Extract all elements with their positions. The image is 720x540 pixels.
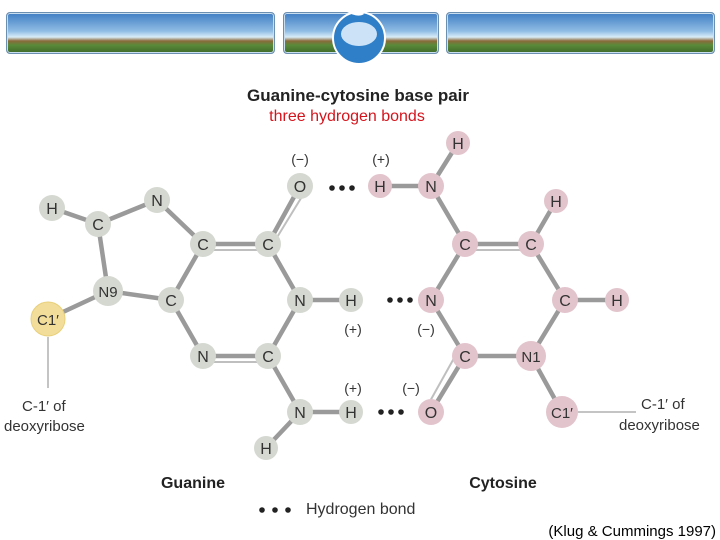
atom-g-c6: C [255,231,281,257]
atom-c-h6: H [605,288,629,312]
atom-g-h-amine1: H [339,400,363,424]
svg-text:C: C [165,293,177,310]
svg-text:H: H [46,201,58,218]
atom-g-n1: N [287,287,313,313]
legend: Hydrogen bond [259,501,415,518]
charge-labels: (−) (+) (+) (−) (+) (−) [291,151,435,396]
charge-o2: (−) [402,380,420,396]
atom-c-c6: C [552,287,578,313]
svg-text:O: O [294,179,306,196]
atom-g-c2: C [255,343,281,369]
charge-o6: (−) [291,151,309,167]
banner-right [446,12,715,54]
c1-leader-lines [47,337,636,413]
svg-text:N: N [151,193,163,210]
charge-h-n1: (+) [344,321,362,337]
citation: (Klug & Cummings 1997) [548,523,716,540]
atom-g-c1-prime: C1′ [30,301,66,337]
atom-g-c-top: C [85,211,111,237]
atom-g-n9: N9 [93,276,123,306]
svg-text:N: N [425,293,437,310]
globe-logo [332,9,386,65]
guanine-c1-label-line1: C-1′ of [22,398,66,415]
legend-label: Hydrogen bond [306,501,415,518]
svg-text:N: N [425,179,437,196]
double-bond-strokes [209,189,525,404]
svg-text:H: H [374,179,386,196]
cytosine-atoms: H N H C C H N C H C N1 O C1′ [368,131,629,428]
svg-text:C: C [92,217,104,234]
atom-c-n-amine: N [418,173,444,199]
banner-left [6,12,275,54]
svg-text:C1′: C1′ [37,312,59,329]
diagram-subtitle: three hydrogen bonds [269,108,425,125]
svg-text:H: H [550,194,562,211]
svg-text:C: C [197,237,209,254]
svg-text:N: N [294,293,306,310]
svg-text:C1′: C1′ [551,405,573,422]
atom-g-n3: N [190,343,216,369]
atom-c-h-amine: H [368,174,392,198]
atom-g-c4: C [158,287,184,313]
atom-c-o2: O [418,399,444,425]
atom-c-n3: N [418,287,444,313]
atom-c-c2: C [452,343,478,369]
cytosine-c1-label-line1: C-1′ of [641,396,685,413]
atom-c-n1: N1 [516,341,546,371]
atom-c-h5: H [544,189,568,213]
legend-dots [259,507,291,513]
svg-text:C: C [559,293,571,310]
guanine-atoms: H C N C C N9 C N N C C1′ O H N H H [30,173,363,460]
atom-c-c5: C [518,231,544,257]
svg-text:N9: N9 [98,284,117,301]
atom-c-h-top: H [446,131,470,155]
atom-c-c4: C [452,231,478,257]
atom-g-h-n1: H [339,288,363,312]
diagram-title: Guanine-cytosine base pair [247,86,469,105]
svg-text:H: H [452,136,464,153]
cytosine-label: Cytosine [469,475,537,492]
svg-text:N: N [294,405,306,422]
hydrogen-bonds [329,185,413,415]
svg-text:C: C [262,349,274,366]
guanine-label: Guanine [161,475,225,492]
svg-text:H: H [345,405,357,422]
svg-text:O: O [425,405,437,422]
svg-text:C: C [459,349,471,366]
atom-c-c1-prime: C1′ [546,396,578,428]
svg-text:N: N [197,349,209,366]
svg-text:H: H [345,293,357,310]
svg-text:N1: N1 [521,349,540,366]
svg-text:H: H [611,293,623,310]
charge-h-amine: (+) [372,151,390,167]
atom-g-h-amine2: H [254,436,278,460]
atom-g-o6: O [287,173,313,199]
svg-text:C: C [525,237,537,254]
atom-g-c5: C [190,231,216,257]
atom-g-n-top: N [144,187,170,213]
atom-g-h-top: H [39,195,65,221]
svg-text:C: C [262,237,274,254]
guanine-c1-label-line2: deoxyribose [4,418,85,435]
svg-text:H: H [260,441,272,458]
deoxyribose-labels: C-1′ of deoxyribose C-1′ of deoxyribose [4,396,700,435]
charge-h-amine2: (+) [344,380,362,396]
charge-n3: (−) [417,321,435,337]
svg-text:C: C [459,237,471,254]
cytosine-c1-label-line2: deoxyribose [619,417,700,434]
atom-g-n-amine: N [287,399,313,425]
